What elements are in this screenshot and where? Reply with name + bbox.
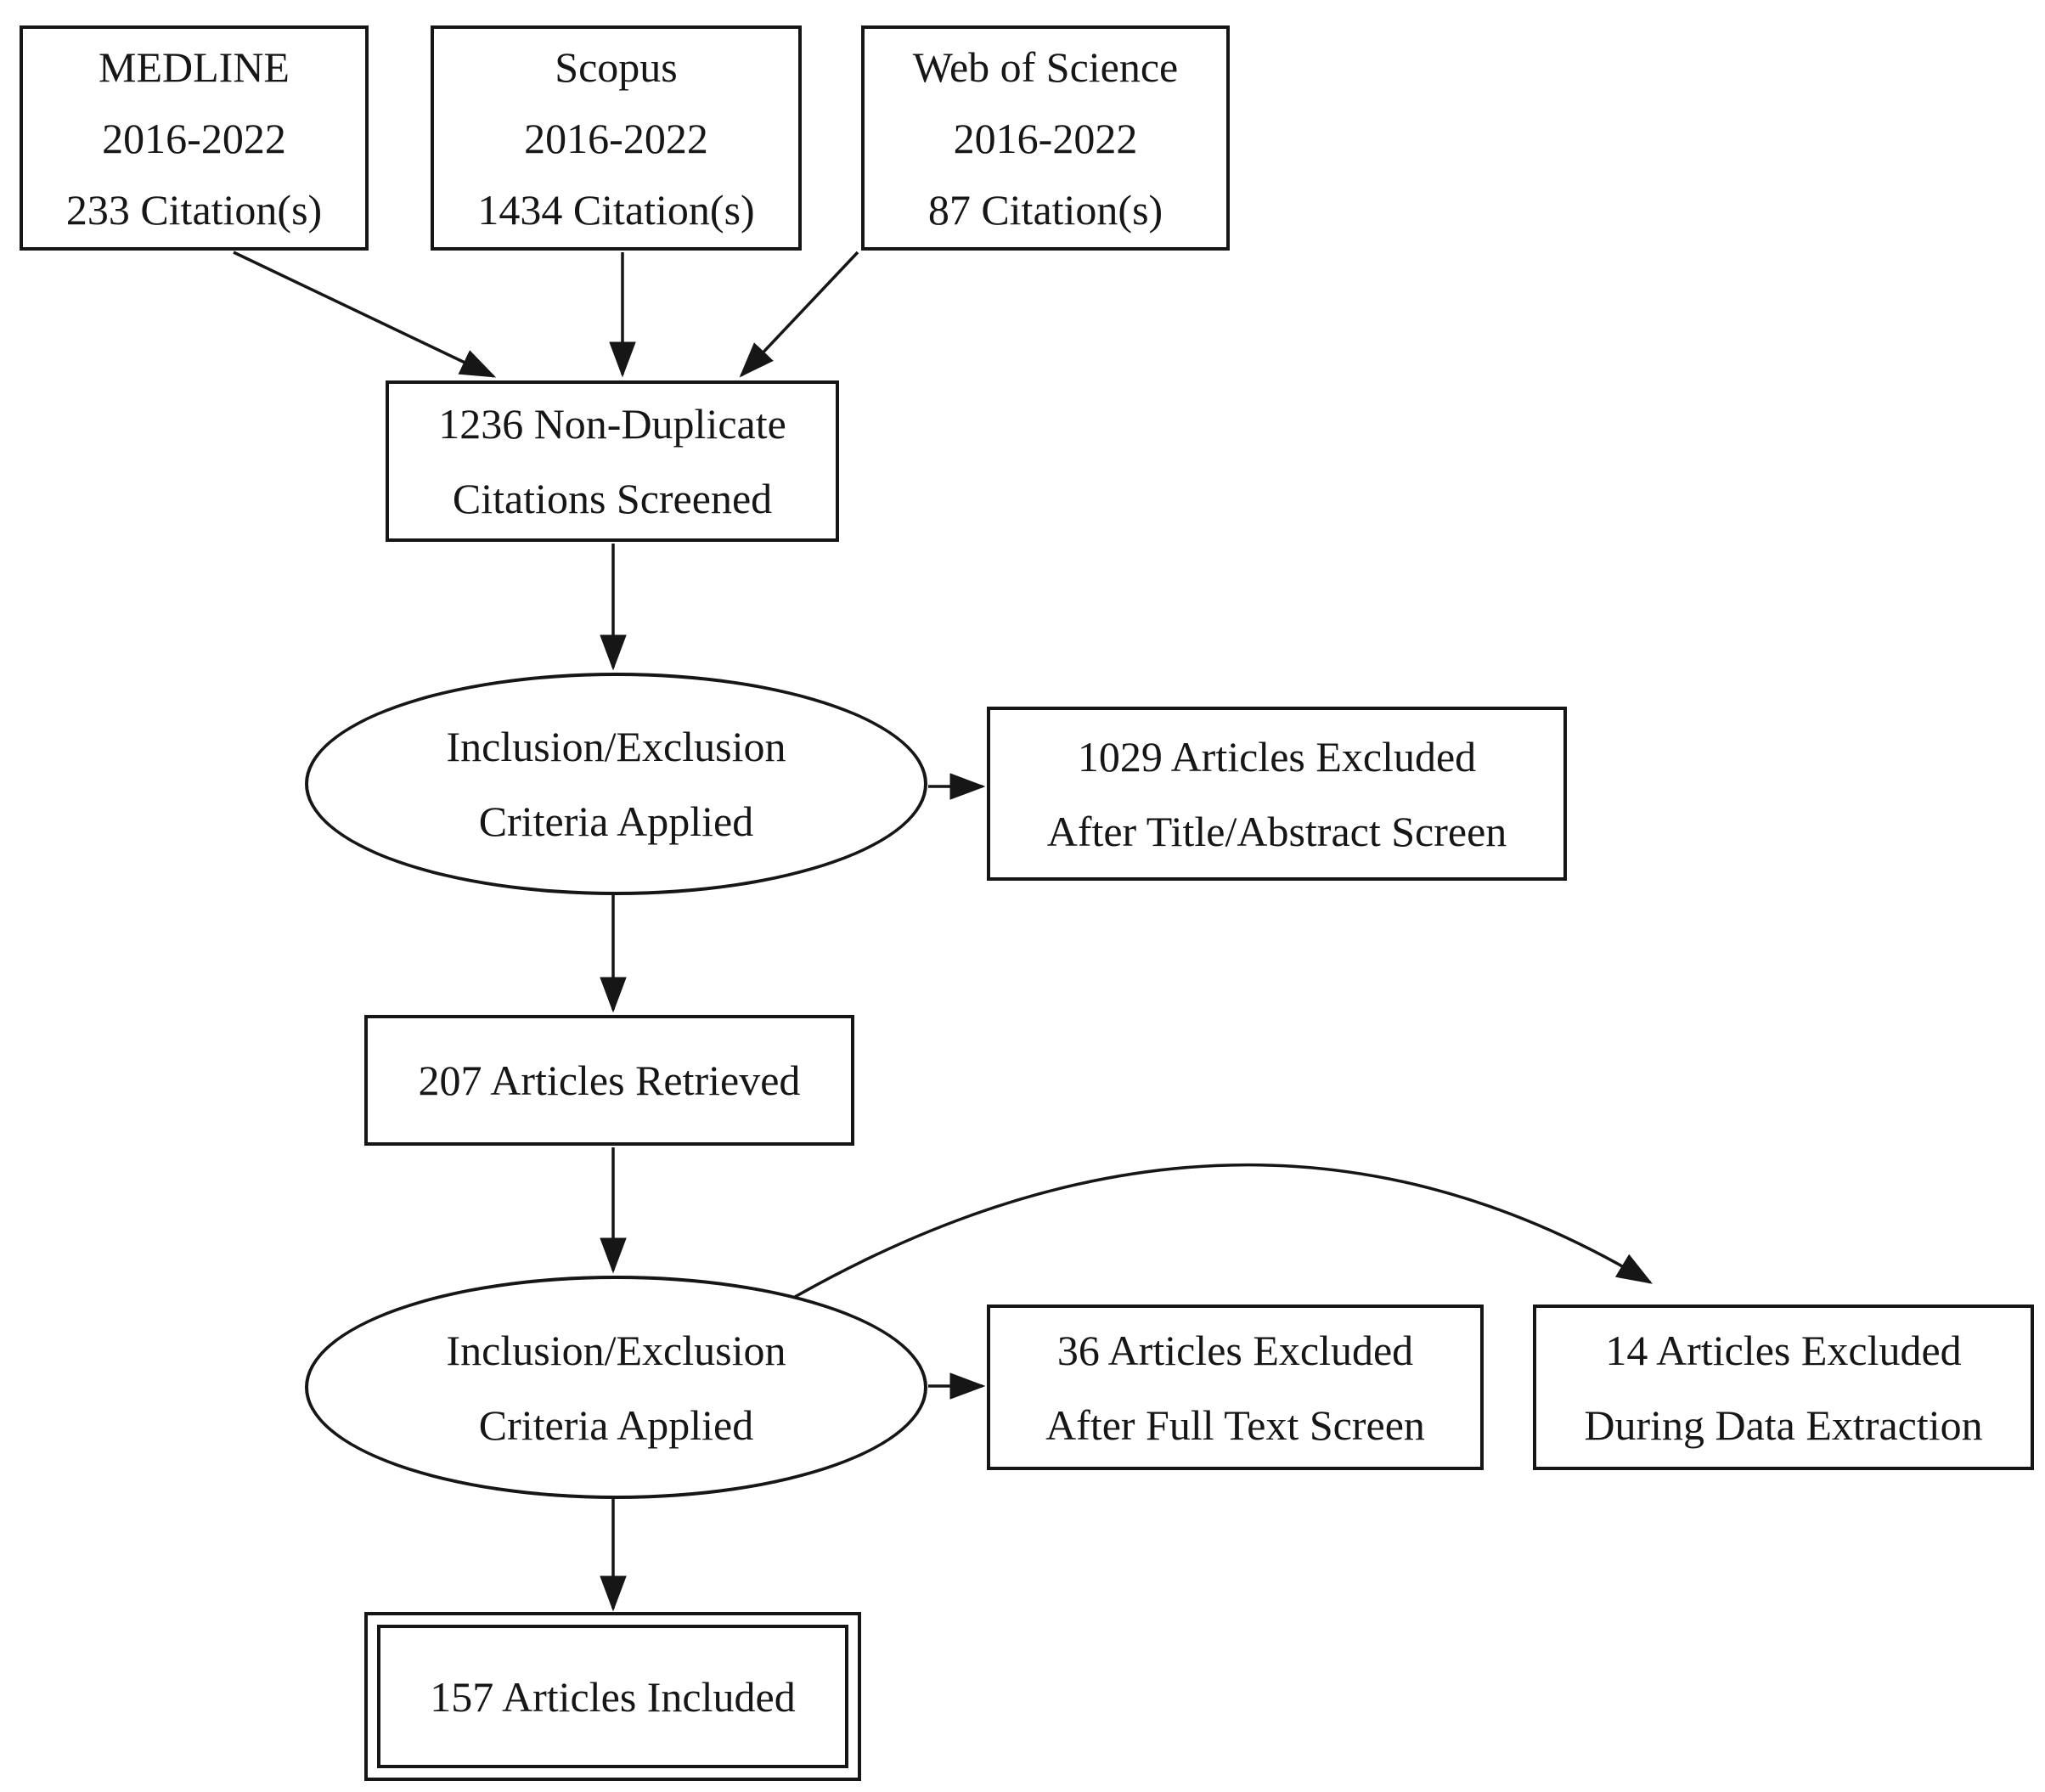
node-excluded-title-abstract: 1029 Articles Excluded After Title/Abstr… (987, 707, 1567, 881)
node-excluded-full-text-line1: 36 Articles Excluded (1056, 1326, 1414, 1374)
node-scopus-line1: Scopus (555, 42, 678, 91)
node-excluded-title-abstract-line2: After Title/Abstract Screen (1046, 807, 1507, 855)
node-medline: MEDLINE 2016-2022 233 Citation(s) (20, 25, 369, 251)
node-screened: 1236 Non-Duplicate Citations Screened (386, 380, 839, 542)
node-excluded-data-extraction-line2: During Data Extraction (1584, 1400, 1983, 1449)
node-retrieved: 207 Articles Retrieved (364, 1015, 854, 1146)
node-excluded-title-abstract-line1: 1029 Articles Excluded (1077, 732, 1477, 780)
edge-web-of-science-to-screened (739, 251, 859, 378)
node-screened-line1: 1236 Non-Duplicate (438, 400, 786, 448)
node-web-of-science-line1: Web of Science (912, 42, 1179, 91)
node-retrieved-line1: 207 Articles Retrieved (418, 1057, 801, 1104)
node-excluded-data-extraction-line1: 14 Articles Excluded (1605, 1326, 1962, 1374)
node-web-of-science: Web of Science 2016-2022 87 Citation(s) (861, 25, 1230, 251)
node-criteria-screen-line2: Criteria Applied (478, 797, 754, 845)
edge-criteria-fulltext-to-excluded-data-extraction (794, 1164, 1653, 1299)
node-scopus-line2: 2016-2022 (524, 114, 708, 162)
node-medline-line1: MEDLINE (99, 42, 290, 91)
node-criteria-screen-line1: Inclusion/Exclusion (446, 723, 786, 770)
node-excluded-data-extraction: 14 Articles Excluded During Data Extract… (1533, 1305, 2034, 1470)
node-criteria-screen: Inclusion/Exclusion Criteria Applied (305, 673, 927, 895)
node-included-inner-border: 157 Articles Included (377, 1625, 848, 1768)
node-scopus-line3: 1434 Citation(s) (477, 185, 755, 234)
edge-medline-to-screened (233, 251, 497, 378)
node-included: 157 Articles Included (364, 1612, 861, 1781)
node-excluded-full-text-line2: After Full Text Screen (1045, 1400, 1425, 1449)
node-screened-line2: Citations Screened (452, 475, 773, 522)
node-web-of-science-line2: 2016-2022 (953, 114, 1138, 162)
node-medline-line2: 2016-2022 (102, 114, 286, 162)
node-included-line1: 157 Articles Included (430, 1672, 796, 1721)
node-medline-line3: 233 Citation(s) (65, 185, 323, 234)
node-criteria-fulltext: Inclusion/Exclusion Criteria Applied (305, 1276, 927, 1499)
node-criteria-fulltext-line2: Criteria Applied (478, 1400, 754, 1449)
node-scopus: Scopus 2016-2022 1434 Citation(s) (431, 25, 802, 251)
node-web-of-science-line3: 87 Citation(s) (927, 185, 1163, 234)
node-excluded-full-text: 36 Articles Excluded After Full Text Scr… (987, 1305, 1484, 1470)
node-criteria-fulltext-line1: Inclusion/Exclusion (446, 1326, 786, 1374)
